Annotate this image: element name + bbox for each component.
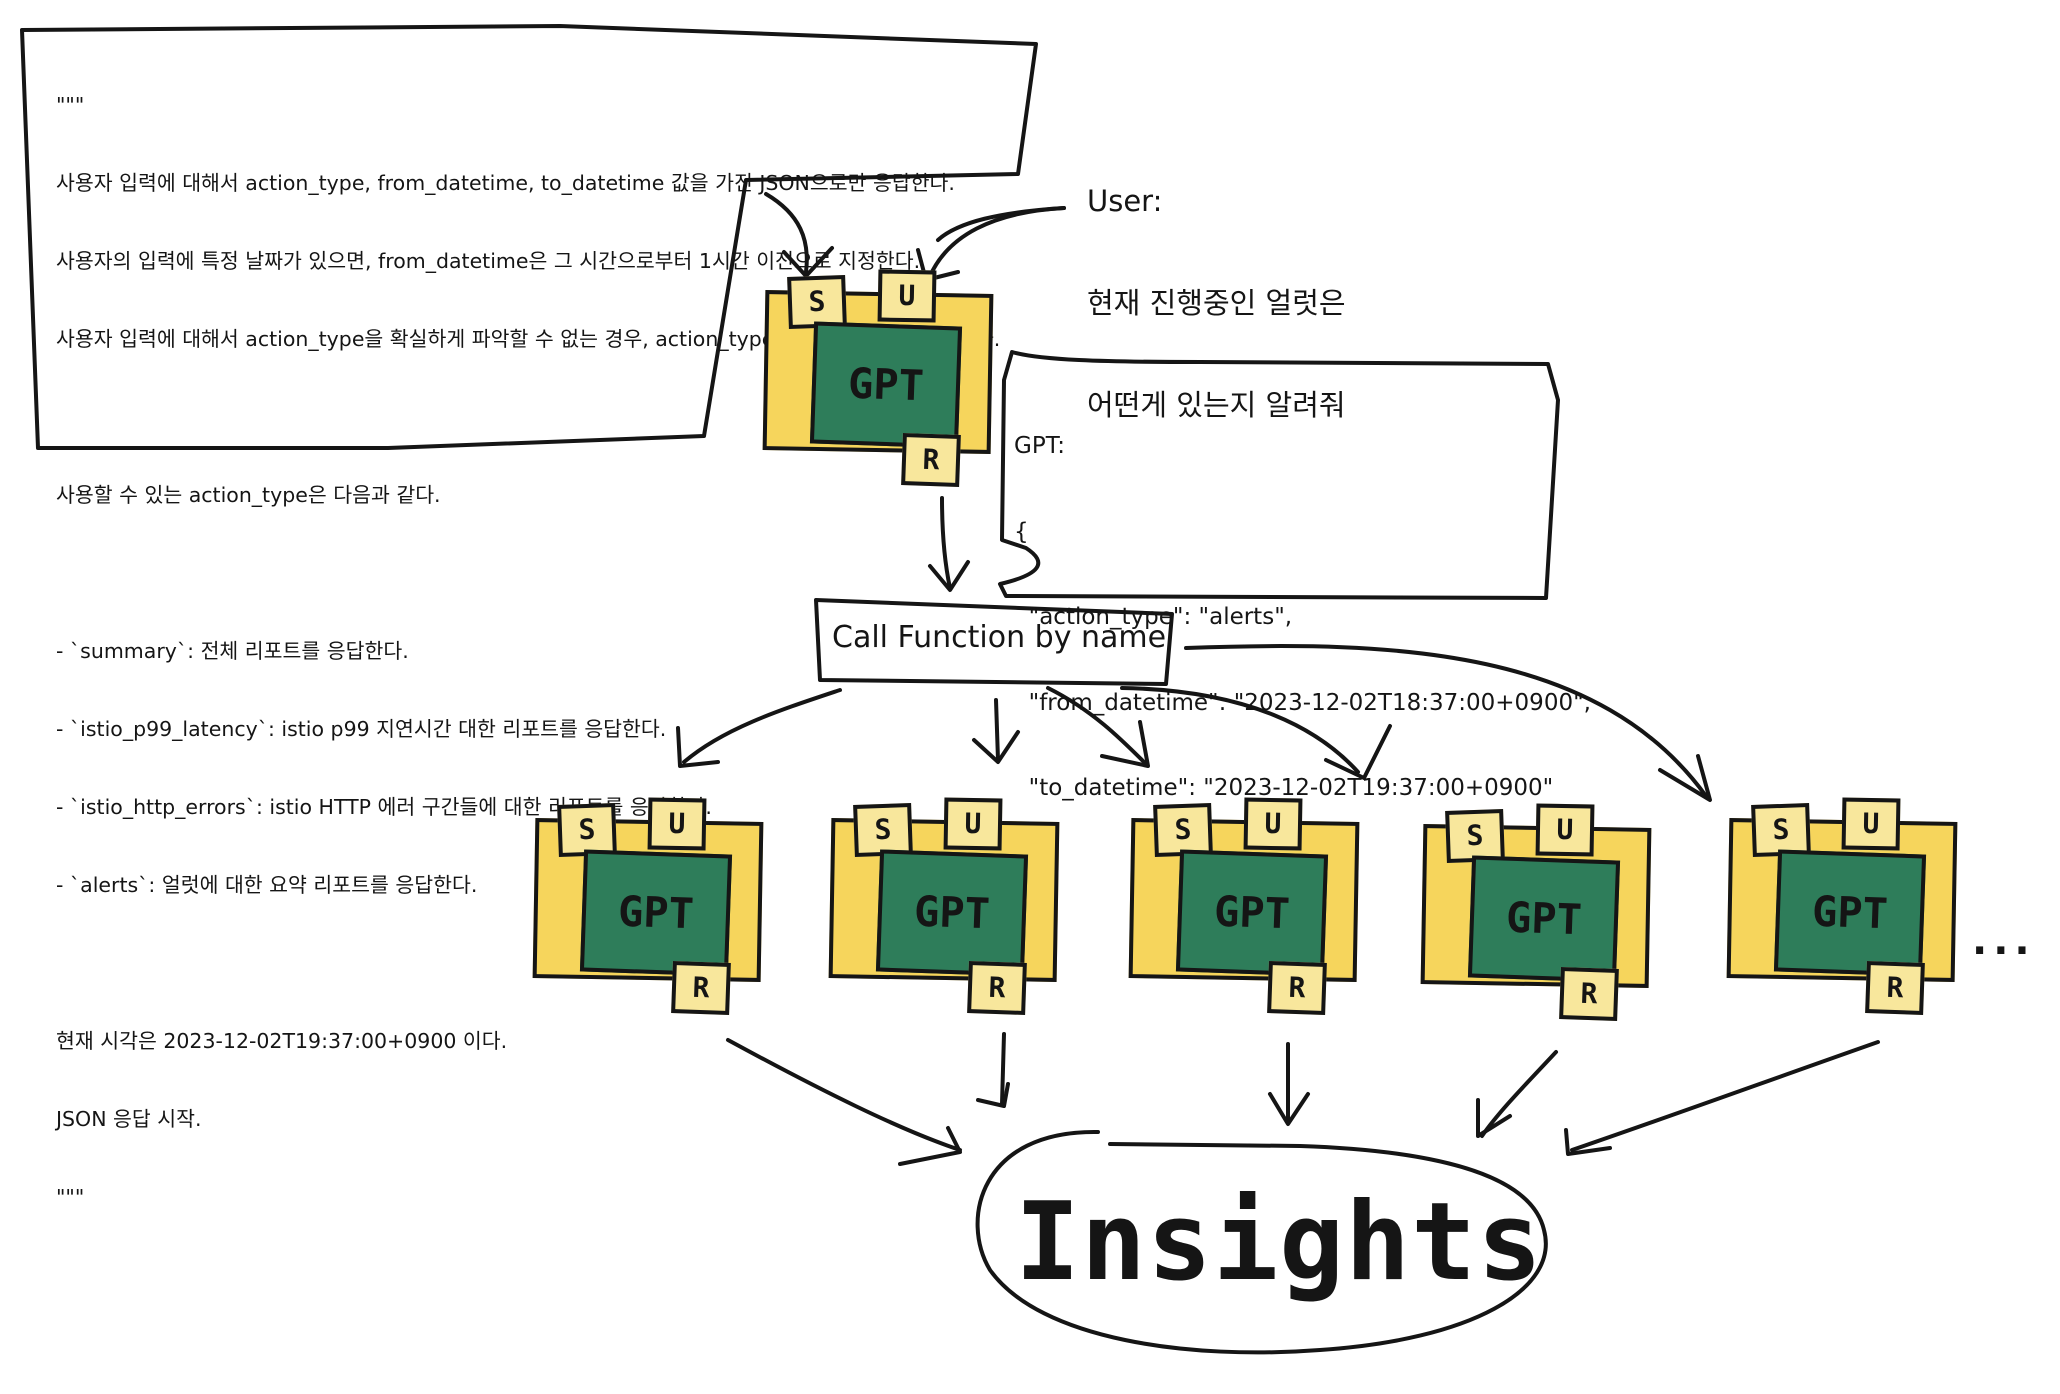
arrowhead [976, 1082, 1010, 1108]
prompt-line: """ [56, 93, 85, 117]
arrowhead [1100, 720, 1150, 768]
response-note: R [1267, 961, 1327, 1015]
gpt-line: { [1014, 518, 1029, 545]
arrow-prompt-to-s [764, 192, 809, 274]
router-label: Call Function by name [832, 620, 1167, 655]
gpt-node: S U GPT R [1418, 796, 1658, 1036]
arrow-router-to-node5 [1184, 644, 1708, 798]
arrowhead [972, 730, 1020, 764]
gpt-node: S U GPT R [530, 790, 770, 1030]
gpt-response-bubble [998, 350, 1560, 600]
gpt-card: GPT [1175, 849, 1329, 977]
user-line: User: [1087, 184, 1163, 218]
arrowhead [1268, 1092, 1310, 1126]
gpt-card: GPT [579, 849, 733, 977]
arrow-router-to-node4 [1120, 686, 1360, 774]
arrow-router-to-node1 [682, 688, 842, 764]
user-line: 현재 진행중인 얼럿은 [1087, 286, 1346, 320]
user-note: U [1841, 797, 1901, 851]
gpt-node: S U GPT R [826, 790, 1066, 1030]
arrow-router-to-node2 [994, 698, 1000, 762]
response-note: R [901, 433, 961, 487]
arrow-user-to-u [928, 206, 1066, 278]
prompt-line: - `alerts`: 얼럿에 대한 요약 리포트를 응답한다. [56, 873, 478, 897]
gpt-line: "to_datetime": "2023-12-02T19:37:00+0900… [1014, 775, 1554, 801]
arrowhead [1564, 1128, 1612, 1156]
arrow-node4-to-insights [1480, 1050, 1558, 1138]
arrowhead [928, 560, 970, 592]
user-note: U [943, 797, 1003, 851]
prompt-line [56, 560, 1000, 586]
prompt-line: 현재 시각은 2023-12-02T19:37:00+0900 이다. [56, 1029, 508, 1053]
arrowhead [676, 726, 720, 768]
insights-label: Insights [1015, 1180, 1544, 1305]
user-note: U [1535, 803, 1595, 857]
prompt-line: - `istio_p99_latency`: istio p99 지연시간 대한… [56, 717, 667, 741]
insights-ellipse [975, 1129, 1548, 1355]
prompt-line: 사용할 수 있는 action_type은 다음과 같다. [56, 483, 441, 507]
gpt-card: GPT [1467, 855, 1621, 983]
prompt-line: - `summary`: 전체 리포트를 응답한다. [56, 639, 409, 663]
gpt-line: "from_datetime": "2023-12-02T18:37:00+09… [1014, 689, 1591, 716]
gpt-response-text: GPT: { "action_type": "alerts", "from_da… [1014, 375, 1591, 917]
user-note: U [1243, 797, 1303, 851]
prompt-line: JSON 응답 시작. [56, 1107, 202, 1131]
response-note: R [1559, 967, 1619, 1021]
arrowhead [1324, 724, 1392, 780]
arrowhead [1658, 754, 1712, 802]
arrow-node5-to-insights [1570, 1040, 1880, 1152]
user-message-text: User: 현재 진행중인 얼럿은 어떤게 있는지 알려줘 [1087, 116, 1346, 456]
user-note: U [877, 269, 937, 323]
arrowhead [898, 1126, 962, 1166]
response-note: R [671, 961, 731, 1015]
prompt-line: 사용자 입력에 대해서 action_type, from_datetime, … [56, 171, 955, 195]
arrow-node2-to-insights [1000, 1032, 1006, 1106]
prompt-line: 사용자의 입력에 특정 날짜가 있으면, from_datetime은 그 시간… [56, 249, 921, 273]
gpt-card: GPT [809, 321, 963, 449]
arrow-router-to-node3 [1046, 686, 1148, 766]
more-nodes-ellipsis: ... [1972, 918, 2036, 964]
gpt-card: GPT [1773, 849, 1927, 977]
user-note: U [647, 797, 707, 851]
response-note: R [967, 961, 1027, 1015]
gpt-node-top: S U GPT R [760, 262, 1000, 502]
router-box [814, 598, 1174, 686]
gpt-card: GPT [875, 849, 1029, 977]
response-note: R [1865, 961, 1925, 1015]
gpt-node: S U GPT R [1724, 790, 1964, 1030]
arrowhead [1476, 1098, 1512, 1138]
arrow-node1-to-insights [726, 1038, 962, 1152]
system-prompt-bubble [20, 24, 1038, 450]
arrow-top-to-router [940, 496, 952, 590]
prompt-line: """ [56, 1185, 85, 1209]
gpt-line: GPT: [1014, 433, 1065, 459]
user-line: 어떤게 있는지 알려줘 [1087, 388, 1346, 422]
gpt-node: S U GPT R [1126, 790, 1366, 1030]
gpt-line: "action_type": "alerts", [1014, 604, 1293, 630]
system-prompt-text: """ 사용자 입력에 대해서 action_type, from_dateti… [56, 40, 1000, 1236]
